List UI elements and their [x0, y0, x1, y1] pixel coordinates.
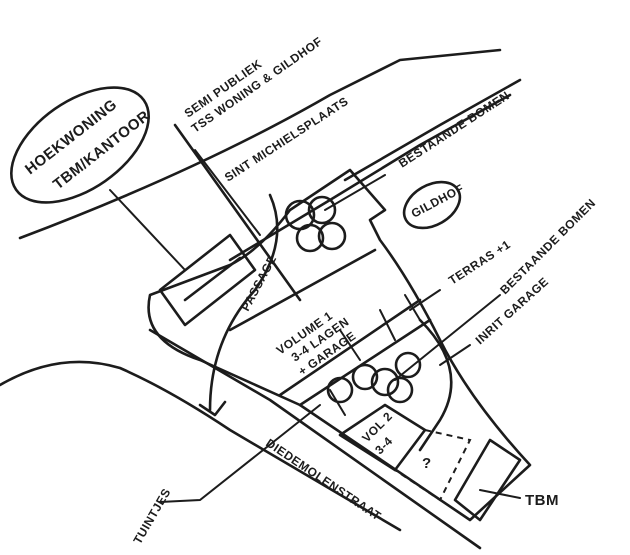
label-tbm: TBM	[525, 492, 559, 509]
label-existing-trees-north: BESTAANDE BOMEN	[396, 88, 512, 170]
unknown-box	[394, 429, 472, 502]
leader-line	[409, 289, 441, 311]
diagonal-line	[173, 123, 302, 302]
street-line-north-2	[228, 93, 512, 262]
tree-icon	[295, 223, 325, 253]
label-unknown: ?	[422, 455, 432, 472]
leader-line	[194, 149, 261, 236]
leader-line	[324, 174, 386, 211]
tree-icon	[307, 195, 337, 225]
tbm-box	[453, 438, 522, 522]
leader-line	[439, 344, 471, 366]
label-street-north: SINT MICHIELSPLAATS	[222, 94, 351, 185]
leader-line	[109, 189, 186, 271]
tree-icon	[370, 367, 400, 397]
block-outline	[147, 168, 532, 522]
label-passage: PASSAGE	[238, 253, 279, 314]
garage-curve	[418, 318, 453, 452]
tree-icon	[326, 376, 354, 404]
passage-arrow	[198, 400, 227, 417]
tree-icon	[317, 221, 347, 251]
leader-line	[159, 404, 321, 503]
gildhof-ellipse	[402, 180, 462, 230]
corner-house-ellipse	[10, 86, 150, 204]
label-terrace: TERRAS +1	[446, 237, 513, 287]
volume1-outline	[228, 248, 432, 407]
leader-line	[479, 489, 521, 499]
street-line-south-2	[148, 328, 482, 550]
corner-house	[158, 233, 257, 327]
passage-curve	[208, 193, 279, 412]
label-gildhof: GILDHOF	[409, 181, 466, 220]
terrace-grid	[329, 294, 421, 416]
tree-icon	[394, 351, 422, 379]
street-line-south-1	[0, 360, 402, 532]
tree-icon	[351, 363, 379, 391]
tree-icon	[386, 376, 414, 404]
label-gardens: TUINTJES	[130, 486, 173, 547]
leader-line	[394, 294, 501, 381]
street-line-north-3	[343, 78, 522, 182]
